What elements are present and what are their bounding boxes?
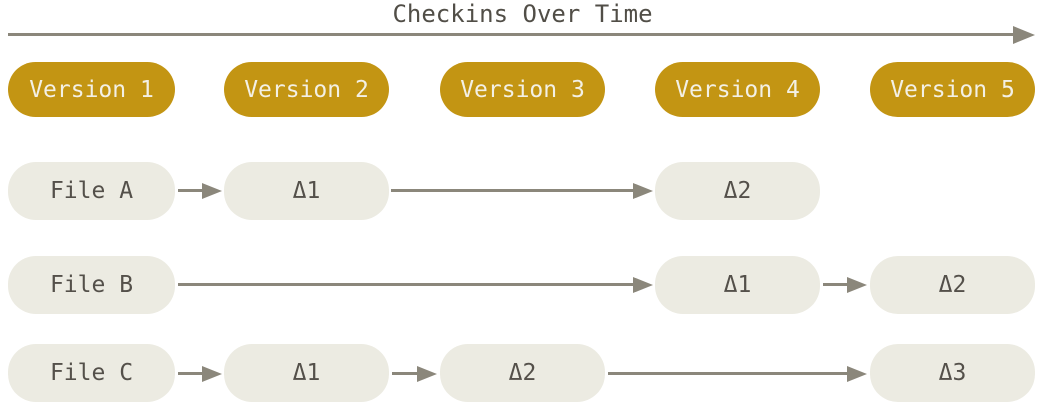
version-1-pill: Version 1 [8, 62, 175, 117]
arrow-file-b-delta1-to-delta2-icon [823, 283, 847, 286]
arrow-file-c-to-delta1-icon [178, 372, 202, 375]
file-b-delta2-box: Δ2 [870, 256, 1035, 314]
version-4-label: Version 4 [675, 76, 800, 103]
timeline-arrow-icon [8, 33, 1013, 36]
arrow-file-c-delta2-to-delta3-icon [608, 372, 847, 375]
version-2-pill: Version 2 [224, 62, 389, 117]
version-5-label: Version 5 [890, 76, 1015, 103]
file-c-delta3-label: Δ3 [938, 360, 967, 386]
file-c-delta3-box: Δ3 [870, 344, 1035, 402]
version-1-label: Version 1 [29, 76, 154, 103]
file-b-delta2-label: Δ2 [938, 272, 967, 298]
arrow-file-a-to-delta1-icon [178, 189, 202, 192]
file-c-delta1-box: Δ1 [224, 344, 389, 402]
file-b-label: File B [49, 272, 134, 298]
file-a-box: File A [8, 162, 175, 220]
arrow-file-a-delta1-to-delta2-icon [391, 189, 633, 192]
file-c-label: File C [49, 360, 134, 386]
file-c-delta1-label: Δ1 [292, 360, 321, 386]
arrow-file-c-delta1-to-delta2-icon [392, 372, 417, 375]
diagram-title: Checkins Over Time [392, 0, 653, 28]
file-a-label: File A [49, 178, 134, 204]
arrow-file-b-to-delta1-icon [178, 283, 633, 286]
file-b-delta1-box: Δ1 [655, 256, 820, 314]
file-a-delta2-box: Δ2 [655, 162, 820, 220]
file-c-box: File C [8, 344, 175, 402]
file-c-delta2-label: Δ2 [508, 360, 537, 386]
version-3-label: Version 3 [460, 76, 585, 103]
version-5-pill: Version 5 [870, 62, 1035, 117]
version-2-label: Version 2 [244, 76, 369, 103]
file-a-delta2-label: Δ2 [723, 178, 752, 204]
version-3-pill: Version 3 [440, 62, 605, 117]
file-a-delta1-label: Δ1 [292, 178, 321, 204]
version-4-pill: Version 4 [655, 62, 820, 117]
file-b-box: File B [8, 256, 175, 314]
file-b-delta1-label: Δ1 [723, 272, 752, 298]
file-a-delta1-box: Δ1 [224, 162, 389, 220]
file-c-delta2-box: Δ2 [440, 344, 605, 402]
